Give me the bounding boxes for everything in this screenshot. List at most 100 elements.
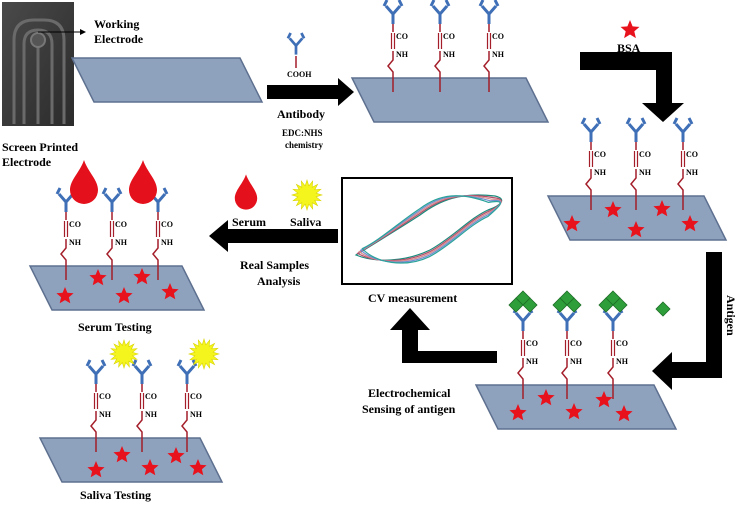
edc-label-1: EDC:NHS [282,128,323,138]
antibody-icon [176,359,198,384]
saliva-burst [187,337,221,371]
bsa-star [167,447,185,464]
antibody-icon [478,0,500,24]
arrow-real-samples [209,220,338,252]
nh-label: NH [115,238,128,247]
serum-drop-icon [234,174,258,210]
screen-printed-label-2: Electrode [2,155,52,169]
antigen-diamond [605,290,621,306]
amide-linker: CO NH [181,384,203,452]
real-samples-label-2: Analysis [257,274,301,288]
amide-linker: CO NH [106,212,128,280]
antibody-icon [101,187,123,212]
antibody-icon [85,359,107,384]
nh-label: NH [190,410,203,419]
bsa-star [620,20,640,39]
co-label: CO [69,220,81,229]
co-label: CO [686,150,698,159]
bsa-label: BSA [617,41,641,55]
bsa-star [115,287,133,304]
antigen-label: Antigen [724,295,735,336]
nh-label: NH [570,357,583,366]
arrow-step1 [267,78,354,106]
nh-label: NH [594,168,607,177]
serum-drop [129,160,157,204]
serum-drop [234,174,258,210]
bsa-star [113,446,131,463]
cv-curve [361,195,501,264]
bsa-star [681,215,699,232]
amide-linker: CO NH [434,24,456,92]
electrochemical-label-2: Sensing of antigen [362,402,456,416]
real-samples-label-1: Real Samples [240,258,309,272]
nh-label: NH [145,410,158,419]
cv-plot-box [341,177,513,285]
cv-measurement-label: CV measurement [368,291,457,305]
antigen-diamond [515,290,531,306]
co-label: CO [443,32,455,41]
cv-curves [354,194,503,264]
nh-label: NH [526,357,539,366]
co-label: CO [145,392,157,401]
bsa-star [161,283,179,300]
antibody-icon [429,0,451,24]
co-label: CO [570,339,582,348]
co-label: CO [639,150,651,159]
co-label: CO [492,32,504,41]
amide-linker: CO NH [585,142,607,210]
electrode-plate [70,57,264,103]
bsa-star-icon [620,20,640,39]
saliva-testing-label: Saliva Testing [80,488,151,502]
antibody-icon [580,117,602,142]
antibody-label: Antibody [277,107,325,121]
electrode-plate [38,437,224,483]
amide-linker: CO NH [136,384,158,452]
nh-label: NH [161,238,174,247]
amide-linker: CO NH [60,212,82,280]
bsa-star [537,389,555,406]
co-label: CO [190,392,202,401]
bsa-star [56,287,74,304]
saliva-burst [290,178,324,212]
co-label: CO [616,339,628,348]
bsa-star [133,268,151,285]
nh-label: NH [616,357,629,366]
saliva-label: Saliva [290,215,321,229]
edc-label-2: chemistry [285,140,323,150]
serum-label: Serum [232,215,266,229]
screen-printed-electrode-photo [2,2,74,126]
bsa-star [89,269,107,286]
serum-testing-label: Serum Testing [78,320,152,334]
bsa-star [627,221,645,238]
antigen-diamond [655,301,671,317]
co-label: CO [161,220,173,229]
nh-label: NH [69,238,82,247]
pointer-arrowhead [80,29,86,35]
arrow-cv [390,308,497,363]
cooh-label: COOH [287,70,312,79]
antibody-icon [382,0,404,24]
co-label: CO [594,150,606,159]
bsa-star [87,461,105,478]
saliva-burst [108,338,140,370]
nh-label: NH [443,50,456,59]
amide-linker: CO NH [152,212,174,280]
bsa-star [509,404,527,421]
nh-label: NH [492,50,505,59]
working-electrode-label-1: Working [94,17,139,31]
electrode-plate [474,384,678,430]
antibody-reagent-icon [286,32,306,55]
saliva-burst-icon [290,178,324,212]
amide-linker: CO NH [483,24,505,92]
co-label: CO [115,220,127,229]
bsa-star [565,403,583,420]
